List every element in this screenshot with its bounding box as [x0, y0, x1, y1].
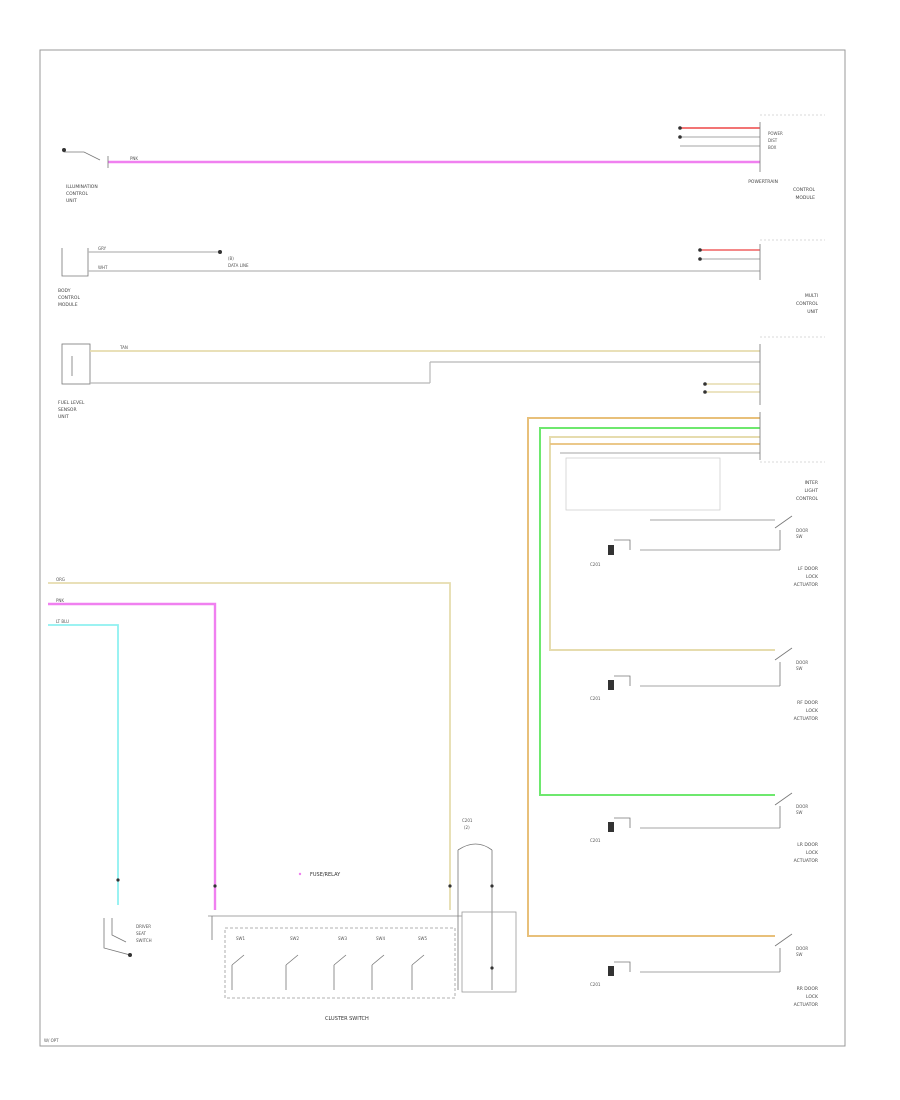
cluster-switch: SW1 SW2 SW3 SW4 SW5 CLUSTER SWITCH: [208, 915, 462, 1022]
top-right-module-label-3: MODULE: [795, 195, 815, 201]
sub-switch-1: SW1: [236, 936, 245, 941]
rr-small-label: C201: [590, 982, 601, 987]
right-mid-module-label-1: MULTI: [805, 293, 818, 299]
wire-wht-label: WHT: [98, 265, 108, 270]
top-right-fuse-label-2: DIST: [768, 138, 778, 143]
fuel-sensor-block: [61, 343, 91, 385]
inter-light-label-3: CONTROL: [796, 496, 818, 502]
wire-gry-label: GRY: [98, 246, 107, 251]
mid-note-2: DATA LINE: [228, 263, 249, 268]
top-left-switch-label-3: UNIT: [66, 198, 77, 204]
wire-cyan-label: LT BLU: [56, 619, 69, 624]
door-rr-label-2: LOCK: [806, 994, 819, 1000]
wire-org-label: ORG: [56, 577, 65, 582]
door-lr-label-2: LOCK: [806, 850, 819, 856]
inter-light-label-2: LIGHT: [805, 488, 819, 494]
wire-pink-top-label: PNK: [130, 156, 138, 161]
right-door-bus: INTER LIGHT CONTROL: [527, 412, 825, 937]
door-switch-rr-1: DOOR: [796, 946, 808, 951]
sub-switch-5: SW5: [418, 936, 427, 941]
sub-switch-3: SW3: [338, 936, 347, 941]
fuse-relay-label: FUSE/RELAY: [310, 872, 341, 878]
cluster-switch-box: [224, 927, 456, 999]
door-switch-lr-2: SW: [796, 810, 803, 815]
fuel-sensor-label-2: SENSOR: [58, 407, 77, 413]
sub-switch-2: SW2: [290, 936, 299, 941]
top-right-module-label-1: POWERTRAIN: [748, 179, 778, 185]
lr-small-label: C201: [590, 838, 601, 843]
door-actuator-rr: DOOR SW C201 RR DOOR LOCK ACTUATOR: [590, 933, 819, 1008]
door-lr-label-3: ACTUATOR: [794, 858, 818, 864]
corner-note: W/ OPT: [44, 1038, 59, 1043]
cluster-switch-caption: CLUSTER SWITCH: [325, 1016, 369, 1022]
fuel-sensor-label-1: FUEL LEVEL: [58, 400, 85, 406]
inter-light-label-1: INTER: [805, 480, 818, 486]
fuel-sensor-label-3: UNIT: [58, 414, 69, 420]
top-left-switch-pivot: [62, 148, 66, 152]
wire-tan-label: TAN: [119, 345, 128, 350]
door-switch-rf-1: DOOR: [796, 660, 808, 665]
inter-light-box: [565, 457, 721, 511]
connector-loop-label-1: C201: [462, 818, 473, 823]
fuel-sensor-circuit: TAN FUEL LEVEL SENSOR UNIT: [58, 336, 825, 420]
top-pink-circuit: PNK ILLUMINATION CONTROL UNIT POWER DIST…: [62, 114, 825, 204]
connector-loop: C201 (2): [457, 818, 517, 993]
top-right-fuse-label-3: BOX: [768, 145, 777, 150]
door-switch-rf-2: SW: [796, 666, 803, 671]
wire-pink-cluster-label: PNK: [56, 598, 64, 603]
door-actuator-lr: DOOR SW C201 LR DOOR LOCK ACTUATOR: [590, 792, 819, 864]
wire-pink-cluster: [48, 602, 217, 910]
sub-switch-4: SW4: [376, 936, 385, 941]
door-rf-label-3: ACTUATOR: [794, 716, 818, 722]
door-rr-label-3: ACTUATOR: [794, 1002, 818, 1008]
body-control-label-1: BODY: [58, 288, 71, 294]
connector-loop-label-2: (2): [464, 825, 470, 830]
door-actuator-rf: DOOR SW C201 RF DOOR LOCK ACTUATOR: [590, 647, 819, 722]
mid-note-1: (B): [228, 256, 234, 261]
door-switch-lr-1: DOOR: [796, 804, 808, 809]
door-switch-lf-1: DOOR: [796, 528, 808, 533]
body-control-label-3: MODULE: [58, 302, 78, 308]
door-switch-rr-2: SW: [796, 952, 803, 957]
body-control-label-2: CONTROL: [58, 295, 80, 301]
wire-cyan-cluster: [48, 624, 119, 905]
door-lr-label-1: LR DOOR: [797, 842, 818, 848]
wire-green-bus: [539, 427, 775, 796]
body-control-circuit: GRY WHT (B) DATA LINE BODY CONTROL MODUL…: [58, 239, 825, 315]
right-mid-module-label-3: UNIT: [807, 309, 818, 315]
driver-seat-label-2: SEAT: [136, 931, 146, 936]
top-right-module-label-2: CONTROL: [793, 187, 815, 193]
door-rf-label-1: RF DOOR: [797, 700, 818, 706]
rf-small-label: C201: [590, 696, 601, 701]
wire-tan-bus: [549, 436, 775, 651]
wire-tan-cluster: [48, 582, 451, 910]
top-right-fuse-label-1: POWER: [768, 131, 783, 136]
door-rr-label-1: RR DOOR: [797, 986, 818, 992]
lf-small-label: C201: [590, 562, 601, 567]
door-rf-label-2: LOCK: [806, 708, 819, 714]
top-left-switch-label-2: CONTROL: [66, 191, 88, 197]
cluster-sub-switches: [231, 954, 425, 990]
door-actuator-lf: DOOR SW C201 LF DOOR LOCK ACTUATOR: [590, 515, 819, 588]
top-left-switch-label-1: ILLUMINATION: [66, 184, 98, 190]
driver-seat-label-3: SWITCH: [136, 938, 152, 943]
door-lf-label-3: ACTUATOR: [794, 582, 818, 588]
fuse-relay-note: FUSE/RELAY: [298, 872, 341, 878]
driver-seat-switch: DRIVER SEAT SWITCH: [103, 918, 152, 957]
cluster-switch-feeds: ORG PNK LT BLU: [48, 577, 452, 910]
body-control-block: [61, 248, 89, 277]
wire-orange-bus: [527, 417, 775, 937]
right-mid-module-label-2: CONTROL: [796, 301, 818, 307]
door-lf-label-1: LF DOOR: [798, 566, 818, 572]
driver-seat-label-1: DRIVER: [136, 924, 151, 929]
diagram-frame: [39, 49, 846, 1047]
door-switch-lf-2: SW: [796, 534, 803, 539]
door-lf-label-2: LOCK: [806, 574, 819, 580]
top-left-switch-symbol: [63, 148, 101, 161]
